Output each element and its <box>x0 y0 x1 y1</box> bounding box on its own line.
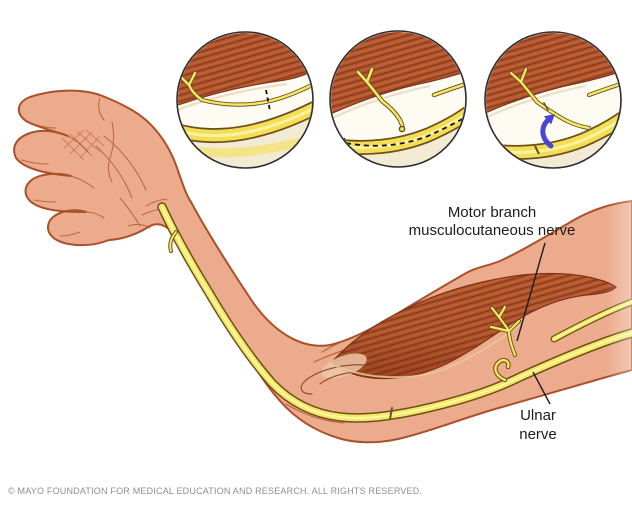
motor-branch-label: Motor branch musculocutaneous nerve <box>382 204 602 240</box>
inset-step-1 <box>176 31 314 169</box>
inset-step-3 <box>484 31 622 169</box>
ulnar-nerve-label-line2: nerve <box>519 426 557 443</box>
nerve-cut-notch <box>389 407 393 420</box>
arm-and-hand <box>13 89 632 444</box>
motor-branch-inset1 <box>178 70 312 107</box>
inset-1-border <box>176 31 314 169</box>
fascicle-harvest-dashed-line <box>345 117 465 147</box>
ulnar-nerve-label-line1: Ulnar <box>520 407 556 424</box>
transfer-direction-arrow <box>540 114 555 149</box>
muscle-tip-fold-lines <box>300 364 377 395</box>
palm-hatch-shading <box>61 129 105 161</box>
motor-branch-nerve <box>489 305 521 383</box>
motor-branch-label-line1: Motor branch <box>447 204 537 221</box>
copyright-text: © MAYO FOUNDATION FOR MEDICAL EDUCATION … <box>8 486 423 496</box>
biceps-muscle <box>300 272 617 395</box>
pointer-lines <box>516 242 551 405</box>
ulnar-nerve-label: Ulnar nerve <box>488 406 588 444</box>
right-edge-fade <box>606 192 632 382</box>
motor-branch-label-line2: musculocutaneous nerve <box>408 222 576 239</box>
transferred-fascicle-inset3 <box>508 66 620 131</box>
hand-crease-lines <box>21 97 168 237</box>
inset-step-2 <box>329 30 467 168</box>
muscle-lower-edge-highlight <box>335 324 521 379</box>
fascicle-notch <box>534 145 540 155</box>
cut-mark-dashed <box>265 89 271 112</box>
motor-branch-pointer-line <box>516 242 546 342</box>
inset-2-border <box>329 30 467 168</box>
ulnar-nerve-path <box>157 202 632 423</box>
ulnar-nerve-pointer-line <box>532 371 551 405</box>
inset-3-border <box>484 31 622 169</box>
motor-branch-cut-inset2 <box>355 66 465 133</box>
arm-silhouette <box>13 89 632 444</box>
